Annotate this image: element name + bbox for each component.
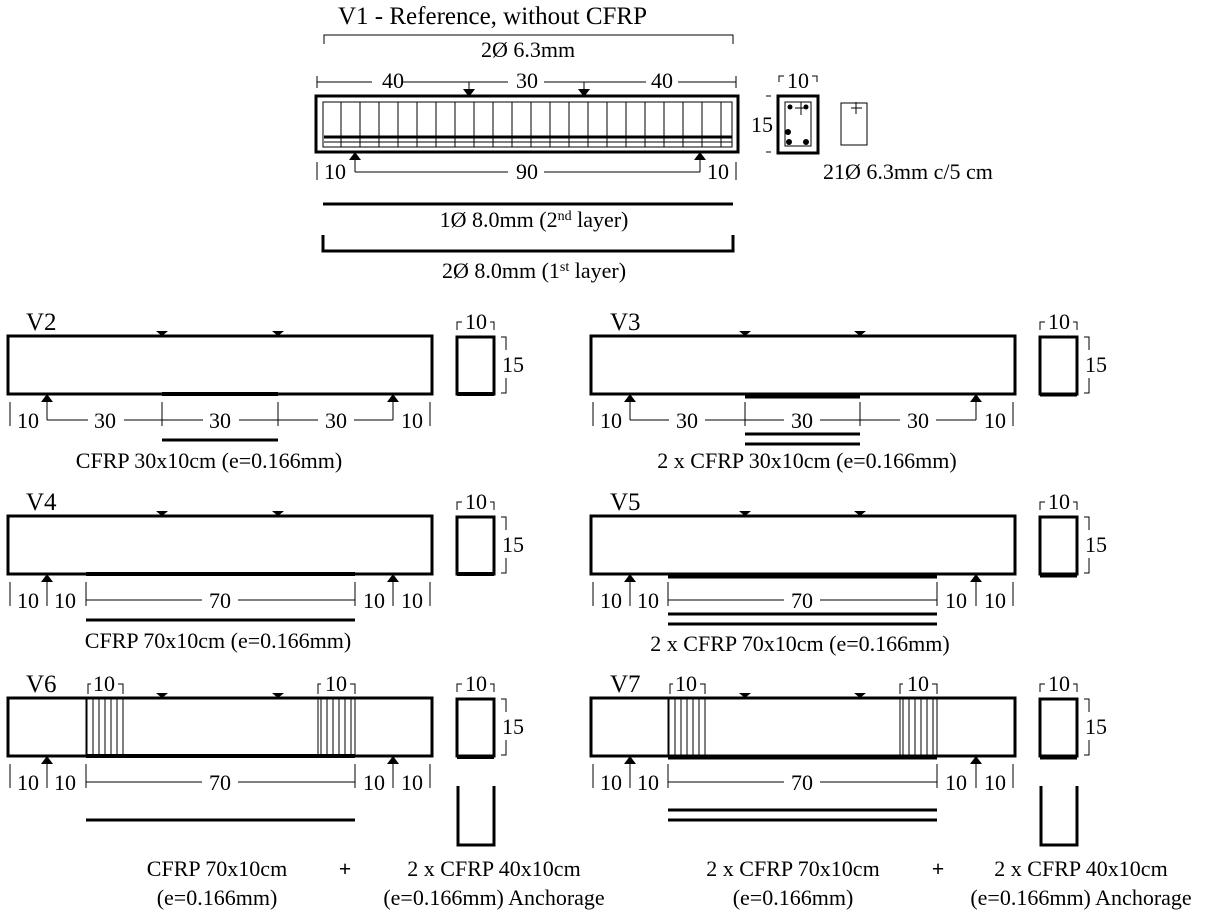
v7-dim-3: 70 <box>791 770 813 795</box>
v7-title: V7 <box>610 671 641 698</box>
v1-stirrups-drawing <box>340 102 722 147</box>
v4-section-height: 15 <box>502 532 524 557</box>
v5-section-width: 10 <box>1048 489 1070 514</box>
v1-dim-bottom-3: 10 <box>707 159 729 184</box>
v6-caption-right-2: (e=0.166mm) Anchorage <box>383 885 604 910</box>
v1-dim-top-2: 30 <box>516 68 538 93</box>
v4-caption: CFRP 70x10cm (e=0.166mm) <box>85 628 351 653</box>
v7-dim-5: 10 <box>984 770 1006 795</box>
beam-v2: V2 10 30 30 30 10 CFRP 30x10cm (e=0.166m… <box>6 309 524 473</box>
v1-cross-section: 10 15 <box>751 68 868 155</box>
v1-dim-top-1: 40 <box>382 68 404 93</box>
v6-dim-2: 10 <box>54 770 76 795</box>
v7-section-width: 10 <box>1048 671 1070 696</box>
v1-section-height: 15 <box>751 112 773 137</box>
v7-caption-right-2: (e=0.166mm) Anchorage <box>970 885 1191 910</box>
v5-dim-2: 10 <box>637 588 659 613</box>
v6-caption-right-1: 2 x CFRP 40x10cm <box>407 856 580 881</box>
v6-dim-4: 10 <box>363 770 385 795</box>
v1-dim-bottom-1: 10 <box>324 159 346 184</box>
v3-section-height: 15 <box>1085 352 1107 377</box>
v2-caption: CFRP 30x10cm (e=0.166mm) <box>76 448 342 473</box>
v4-dim-2: 10 <box>54 588 76 613</box>
v6-plus: + <box>339 856 352 881</box>
v1-title: V1 - Reference, without CFRP <box>338 3 647 30</box>
v1-layer2-label: 1Ø 8.0mm (2nd layer) <box>440 207 629 232</box>
v6-section-height: 15 <box>502 714 524 739</box>
beam-v1: V1 - Reference, without CFRP 2Ø 6.3mm 40… <box>314 3 993 283</box>
v2-section-height: 15 <box>502 352 524 377</box>
v3-section-width: 10 <box>1048 309 1070 334</box>
v1-dim-bottom-2: 90 <box>516 159 538 184</box>
v5-section-height: 15 <box>1085 532 1107 557</box>
v7-dim-2: 10 <box>637 770 659 795</box>
v5-dim-3: 70 <box>791 588 813 613</box>
v1-stirrup-spec: 21Ø 6.3mm c/5 cm <box>823 159 993 184</box>
v7-section-height: 15 <box>1085 714 1107 739</box>
v5-title: V5 <box>610 489 641 516</box>
v3-dim-2: 30 <box>676 408 698 433</box>
v7-caption-left-1: 2 x CFRP 70x10cm <box>706 856 879 881</box>
v4-dim-3: 70 <box>209 588 231 613</box>
v6-dim-1: 10 <box>17 770 39 795</box>
v2-dim-2: 30 <box>94 408 116 433</box>
v4-title: V4 <box>26 489 57 516</box>
v6-title: V6 <box>26 671 57 698</box>
v2-section-width: 10 <box>465 309 487 334</box>
v2-dim-1: 10 <box>17 408 39 433</box>
v3-dim-1: 10 <box>600 408 622 433</box>
v7-anchor-width-2: 10 <box>907 671 929 696</box>
v6-anchor-width-1: 10 <box>93 671 115 696</box>
v6-caption-left-2: (e=0.166mm) <box>157 885 278 910</box>
v2-dim-5: 10 <box>401 408 423 433</box>
beam-v6: V6 10 10 10 10 70 10 10 10 15 <box>6 671 605 910</box>
v2-dim-3: 30 <box>209 408 231 433</box>
v3-dim-4: 30 <box>907 408 929 433</box>
beam-v5: V5 10 10 70 10 10 2 x CFRP 70x10cm (e=0.… <box>589 489 1107 656</box>
v7-caption-right-1: 2 x CFRP 40x10cm <box>994 856 1167 881</box>
v5-dim-5: 10 <box>984 588 1006 613</box>
beam-v7: V7 10 10 10 10 70 10 10 10 <box>589 671 1192 910</box>
v7-plus: + <box>932 856 945 881</box>
v7-dim-4: 10 <box>945 770 967 795</box>
v1-section-width: 10 <box>787 68 809 93</box>
v7-caption-left-2: (e=0.166mm) <box>733 885 854 910</box>
v5-dim-1: 10 <box>600 588 622 613</box>
v1-layer1-label: 2Ø 8.0mm (1st layer) <box>442 258 626 283</box>
v5-dim-4: 10 <box>945 588 967 613</box>
v2-title: V2 <box>26 309 57 336</box>
v4-section-width: 10 <box>465 489 487 514</box>
beam-v4: V4 10 10 70 10 10 CFRP 70x10cm (e=0.166m… <box>6 489 524 653</box>
v3-title: V3 <box>610 309 641 336</box>
v6-dim-5: 10 <box>401 770 423 795</box>
v4-dim-1: 10 <box>17 588 39 613</box>
v2-dim-4: 30 <box>325 408 347 433</box>
v1-dim-top-3: 40 <box>651 68 673 93</box>
v6-section-width: 10 <box>465 671 487 696</box>
v6-dim-3: 70 <box>209 770 231 795</box>
v6-anchor-width-2: 10 <box>325 671 347 696</box>
beam-v3: V3 10 30 30 30 10 2 x CFRP 30x10cm (e=0.… <box>589 309 1107 473</box>
v1-top-bars: 2Ø 6.3mm <box>481 37 575 62</box>
v6-caption-left-1: CFRP 70x10cm <box>147 856 287 881</box>
v5-caption: 2 x CFRP 70x10cm (e=0.166mm) <box>650 631 949 656</box>
v7-dim-1: 10 <box>600 770 622 795</box>
v3-dim-3: 30 <box>791 408 813 433</box>
v3-dim-5: 10 <box>984 408 1006 433</box>
v3-caption: 2 x CFRP 30x10cm (e=0.166mm) <box>657 448 956 473</box>
v4-dim-4: 10 <box>363 588 385 613</box>
v7-anchor-width-1: 10 <box>675 671 697 696</box>
v4-dim-5: 10 <box>401 588 423 613</box>
